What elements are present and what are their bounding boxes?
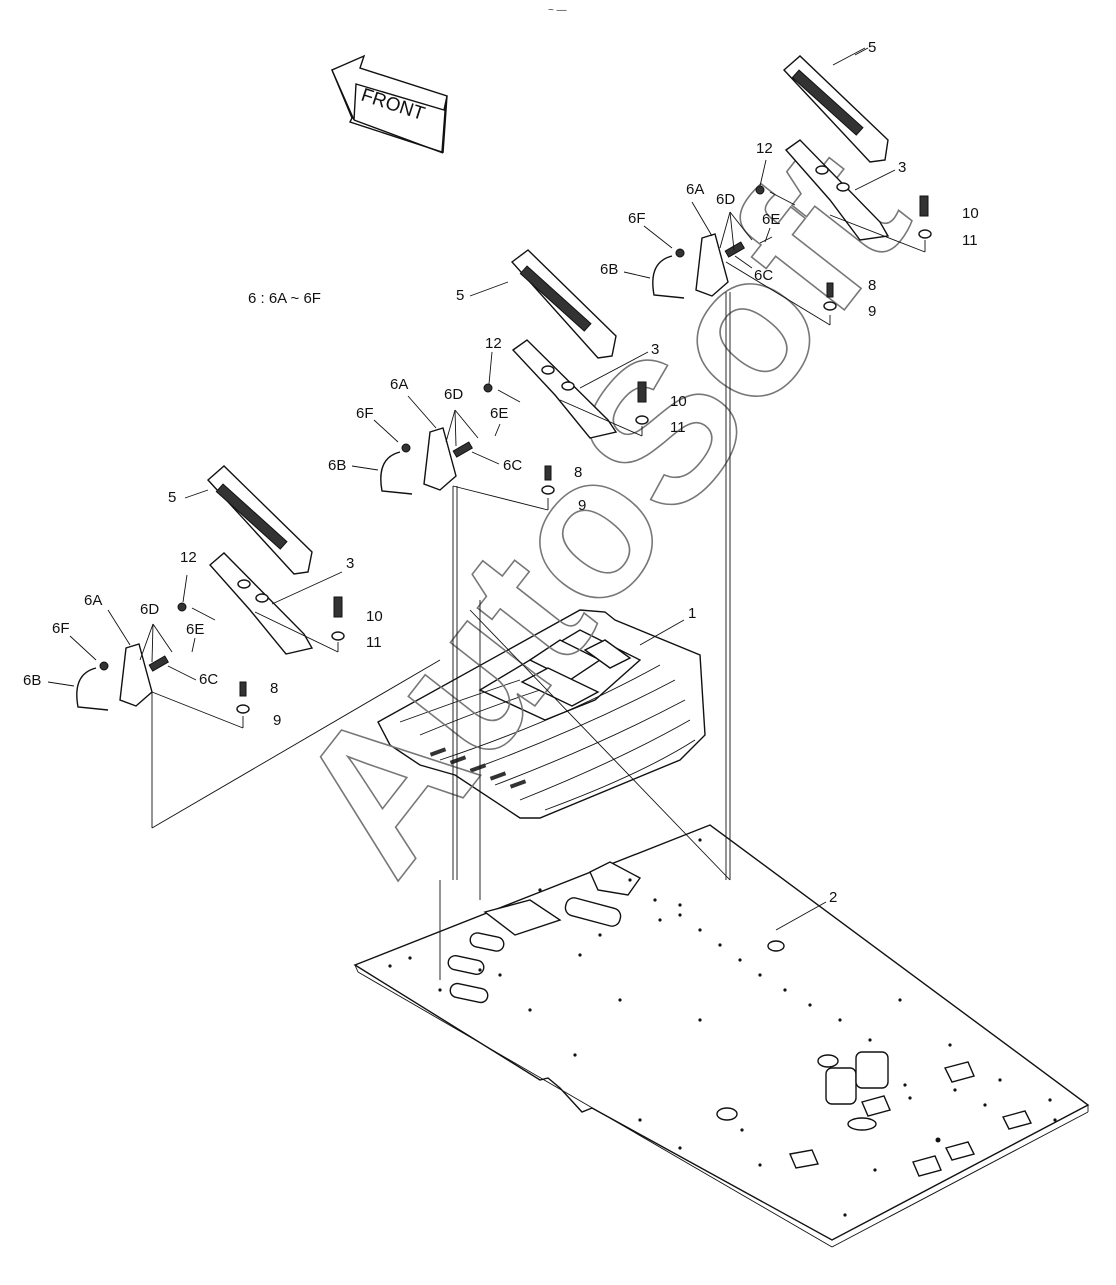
label-left-8: 8 [270,680,279,697]
label-middle-12: 12 [485,335,502,352]
label-right-9: 9 [868,303,877,320]
label-middle-11: 11 [670,419,686,436]
label-middle-6b: 6B [328,457,347,474]
label-middle-6e: 6E [490,405,509,422]
label-right-12: 12 [756,140,773,157]
label-left-6d: 6D [140,601,160,618]
label-left-12: 12 [180,549,197,566]
label-left-5: 5 [168,489,177,506]
label-left-6e: 6E [186,621,205,638]
label-middle-6f: 6F [356,405,374,422]
label-middle-3: 3 [651,341,660,358]
header-mark: ~ — [548,5,567,16]
label-middle-5: 5 [456,287,465,304]
label-left-9: 9 [273,712,282,729]
label-middle-6a: 6A [390,376,409,393]
label-left-11: 11 [366,634,382,651]
label-right-6b: 6B [600,261,619,278]
label-left-6a: 6A [84,592,103,609]
label-right-6d: 6D [716,191,736,208]
label-right-5: 5 [868,39,877,56]
label-right-11: 11 [962,232,978,249]
floor-mat [377,609,706,819]
label-left-6f: 6F [52,620,70,637]
pedal-assembly-right [469,47,932,881]
pedal-assembly-left [76,465,441,829]
pedal-assembly-middle [380,249,649,980]
label-left-6b: 6B [23,672,42,689]
label-right-8: 8 [868,277,877,294]
label-part-1: 1 [688,605,697,622]
label-left-3: 3 [346,555,355,572]
label-left-6c: 6C [199,671,219,688]
label-leaders [47,47,896,931]
label-right-3: 3 [898,159,907,176]
label-left-10: 10 [366,608,383,625]
label-right-6a: 6A [686,181,705,198]
label-middle-9: 9 [578,497,587,514]
front-arrow: FRONT [331,54,448,154]
label-middle-8: 8 [574,464,583,481]
label-part-2: 2 [829,889,838,906]
floor-plate [353,824,1090,1248]
label-right-6e: 6E [762,211,781,228]
label-right-6c: 6C [754,267,774,284]
label-middle-10: 10 [670,393,687,410]
note-6-range: 6 : 6A ~ 6F [248,290,321,307]
label-middle-6c: 6C [503,457,523,474]
label-right-6f: 6F [628,210,646,227]
label-middle-6d: 6D [444,386,464,403]
label-right-10: 10 [962,205,979,222]
